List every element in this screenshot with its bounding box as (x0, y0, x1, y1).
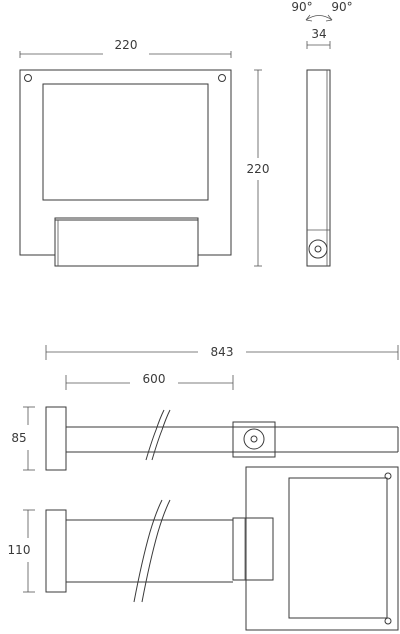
mounting-hole-right (218, 74, 226, 82)
head-hole-bottom (384, 617, 392, 625)
luminaire-head (245, 466, 399, 631)
arm-side-view: 110 (8, 466, 399, 631)
side-view: 90° 90° 34 (291, 0, 353, 267)
side-bracket-collar (232, 517, 274, 581)
top-wall-plate (45, 406, 67, 471)
tilt-arc (305, 15, 333, 21)
tilt-right-label: 90° (331, 0, 352, 14)
side-depth-dimension (306, 41, 331, 49)
arm-length-dimension (65, 375, 234, 390)
arm-top-view: 843 600 85 (11, 345, 399, 471)
total-length-dimension (45, 345, 399, 360)
side-wall-plate (45, 509, 67, 593)
front-view: 220 220 (19, 38, 270, 267)
front-width-label: 220 (115, 38, 138, 52)
front-width-dimension (19, 51, 232, 58)
arm-length-label: 600 (143, 372, 166, 386)
total-length-label: 843 (211, 345, 234, 359)
tilt-arrow-left (305, 14, 313, 22)
front-bracket-block (54, 219, 199, 267)
tilt-arrow-right (325, 14, 333, 22)
top-joint (232, 421, 276, 458)
front-height-label: 220 (247, 162, 270, 176)
mount-height-dimension (23, 509, 35, 593)
top-joint-pivot-inner (250, 435, 258, 443)
side-depth-label: 34 (311, 27, 326, 41)
mount-height-label: 110 (8, 543, 31, 557)
side-pivot-outer (308, 239, 328, 259)
front-height-dimension (254, 69, 262, 267)
front-glass-panel (42, 83, 209, 201)
head-hole-top (384, 472, 392, 480)
mounting-hole-left (24, 74, 32, 82)
top-joint-pivot-outer (243, 428, 265, 450)
side-housing (306, 69, 331, 267)
arm-height-dimension (23, 406, 35, 471)
luminaire-glass (288, 477, 388, 619)
tilt-left-label: 90° (291, 0, 312, 14)
front-housing-outline (19, 69, 232, 256)
side-pivot-inner (314, 245, 322, 253)
arm-height-label: 85 (11, 431, 26, 445)
